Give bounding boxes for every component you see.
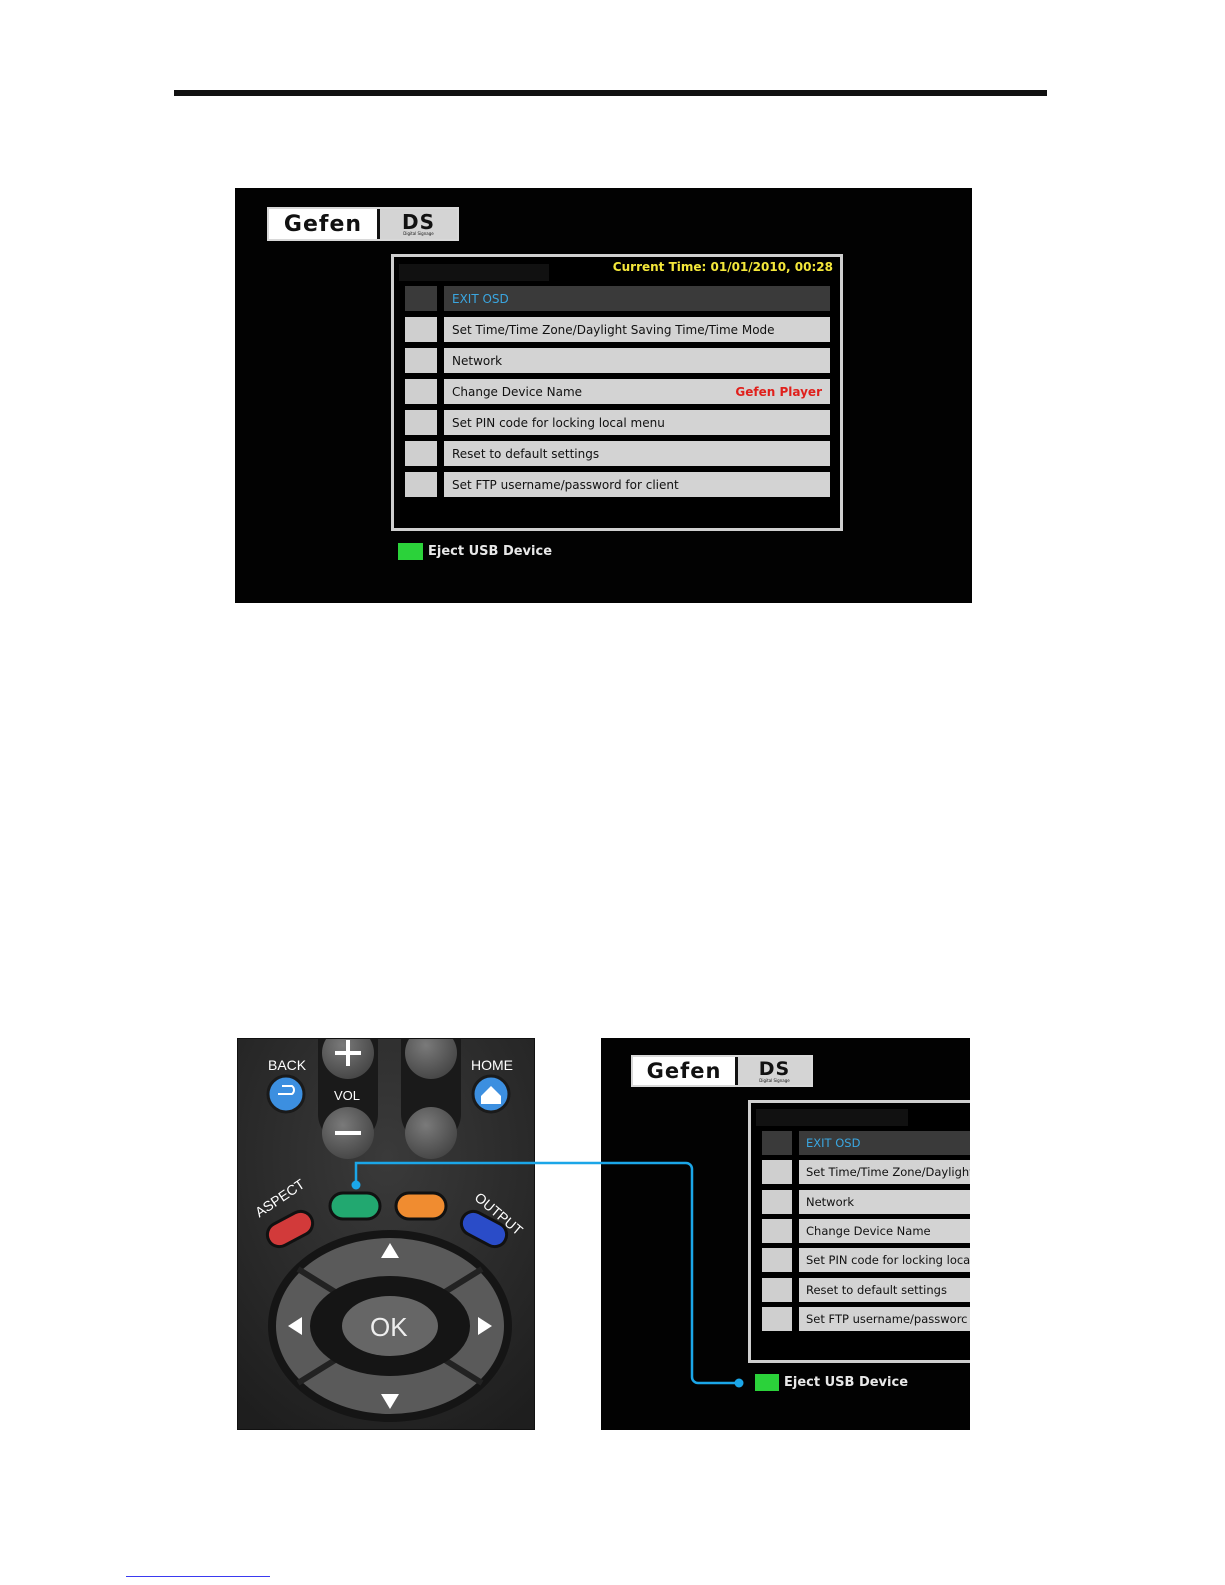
eject-usb-label: Eject USB Device: [428, 544, 553, 559]
redacted-version-label: [756, 1109, 908, 1126]
osd-screenshot: Gefen DS Digital Signage Current Time: 0…: [235, 188, 972, 603]
footer-link-underline: [126, 1576, 270, 1577]
osd-row-selector: [405, 317, 437, 342]
remote-control-graphic: [238, 1039, 534, 1429]
osd-menu-item[interactable]: Set Time/Time Zone/Daylight Saving Time/…: [444, 317, 830, 342]
logo-tagline: Digital Signage: [759, 1077, 790, 1083]
ch-up-button: [405, 1039, 457, 1079]
logo-brand: Gefen: [633, 1057, 738, 1085]
redacted-version-label: [399, 264, 549, 281]
ok-label: OK: [370, 1312, 408, 1342]
osd-menu-item[interactable]: Reset to default settings: [799, 1277, 970, 1302]
header-rule: [174, 90, 1047, 96]
osd-menu-row[interactable]: Set Time/Time Zone/Daylight: [762, 1160, 970, 1185]
ch-down-button: [405, 1107, 457, 1159]
green-key: [328, 1191, 382, 1221]
osd-menu-item[interactable]: Network: [444, 348, 830, 373]
osd-menu-row[interactable]: Set PIN code for locking loca: [762, 1248, 970, 1273]
osd-row-selector: [405, 472, 437, 497]
osd-menu-item[interactable]: Reset to default settings: [444, 441, 830, 466]
green-button-icon: [755, 1374, 779, 1391]
osd-menu-item-label: EXIT OSD: [452, 291, 509, 306]
osd-menu-item-label: Set PIN code for locking loca: [806, 1253, 970, 1268]
osd-menu-item[interactable]: Set PIN code for locking local menu: [444, 410, 830, 435]
logo-tagline: Digital Signage: [403, 231, 434, 236]
down-arrow: [381, 1394, 399, 1409]
logo-product: DS: [758, 1057, 791, 1080]
osd-row-selector: [762, 1218, 792, 1243]
osd-menu-item-label: Set PIN code for locking local menu: [452, 415, 665, 430]
back-label: BACK: [268, 1057, 307, 1073]
osd-menu-item-label: Change Device Name: [806, 1223, 931, 1238]
osd-menu-item-label: Set FTP username/password for client: [452, 477, 679, 492]
osd-menu-item-label: Set Time/Time Zone/Daylight Saving Time/…: [452, 322, 775, 337]
osd-menu-item[interactable]: Change Device Name Gefen Player: [444, 379, 830, 404]
osd-menu-row[interactable]: Set FTP username/password for client: [405, 472, 830, 497]
osd-menu-item[interactable]: Network: [799, 1189, 970, 1214]
home-label: HOME: [471, 1057, 513, 1073]
osd-row-selector: [762, 1189, 792, 1214]
osd-menu-panel: Current Time: 01/01/2010, 00:28 EXIT OSD…: [391, 254, 843, 531]
osd-row-selector: [405, 286, 437, 311]
osd-menu-item[interactable]: EXIT OSD: [799, 1131, 970, 1155]
osd-menu-row[interactable]: Set PIN code for locking local menu: [405, 410, 830, 435]
eject-usb-hint[interactable]: Eject USB Device: [755, 1374, 908, 1391]
osd-menu-item-label: Change Device Name: [452, 384, 583, 399]
osd-menu-row[interactable]: Reset to default settings: [762, 1277, 970, 1302]
osd-row-selector: [762, 1131, 792, 1155]
osd-menu-item[interactable]: Set FTP username/password for client: [444, 472, 830, 497]
osd-row-selector: [405, 441, 437, 466]
osd-menu-row[interactable]: EXIT OSD: [762, 1131, 970, 1155]
osd-row-selector: [405, 379, 437, 404]
osd-menu-item-label: Reset to default settings: [452, 446, 600, 461]
vol-label: VOL: [334, 1088, 361, 1103]
eject-usb-hint[interactable]: Eject USB Device: [398, 543, 552, 560]
yellow-key: [394, 1191, 448, 1221]
osd-screenshot-cropped: Gefen DS Digital Signage EXIT OSD Set Tim…: [601, 1038, 970, 1430]
osd-row-selector: [762, 1248, 792, 1273]
osd-menu-item-label: Set Time/Time Zone/Daylight: [806, 1165, 970, 1180]
osd-menu-item[interactable]: Change Device Name: [799, 1218, 970, 1243]
osd-menu-item-label: EXIT OSD: [806, 1136, 861, 1150]
logo-product: DS: [401, 210, 435, 234]
osd-menu-row[interactable]: Network: [405, 348, 830, 373]
osd-menu-row[interactable]: Change Device Name Gefen Player: [405, 379, 830, 404]
green-button-icon: [398, 543, 423, 560]
osd-menu-row[interactable]: Set FTP username/passworc: [762, 1306, 970, 1331]
osd-menu-item-label: Network: [806, 1194, 855, 1209]
osd-menu-item[interactable]: Set Time/Time Zone/Daylight: [799, 1160, 970, 1185]
osd-row-selector: [405, 410, 437, 435]
current-time: Current Time: 01/01/2010, 00:28: [612, 260, 833, 274]
red-key: [265, 1209, 315, 1249]
osd-menu-row[interactable]: Network: [762, 1189, 970, 1214]
osd-menu-row[interactable]: Change Device Name: [762, 1218, 970, 1243]
left-arrow: [288, 1317, 302, 1335]
logo-brand: Gefen: [269, 209, 380, 239]
device-name-value: Gefen Player: [735, 384, 822, 399]
osd-menu-item-label: Network: [452, 353, 503, 368]
osd-menu-row[interactable]: Reset to default settings: [405, 441, 830, 466]
osd-menu-item-label: Set FTP username/passworc: [806, 1311, 968, 1326]
osd-row-selector: [762, 1160, 792, 1185]
osd-row-selector: [762, 1306, 792, 1331]
gefen-ds-logo: Gefen DS Digital Signage: [631, 1055, 813, 1087]
osd-row-selector: [762, 1277, 792, 1302]
gefen-ds-logo: Gefen DS Digital Signage: [267, 207, 459, 241]
osd-menu-item[interactable]: Set PIN code for locking loca: [799, 1248, 970, 1273]
osd-row-selector: [405, 348, 437, 373]
osd-menu-item-label: Reset to default settings: [806, 1282, 947, 1297]
osd-menu-item[interactable]: Set FTP username/passworc: [799, 1306, 970, 1331]
osd-menu-row[interactable]: EXIT OSD: [405, 286, 830, 311]
osd-menu-row[interactable]: Set Time/Time Zone/Daylight Saving Time/…: [405, 317, 830, 342]
osd-menu-item[interactable]: EXIT OSD: [444, 286, 830, 311]
eject-usb-label: Eject USB Device: [784, 1375, 909, 1390]
remote-control-photo: BACK HOME VOL ASPECT OUTPUT OK: [237, 1038, 535, 1430]
